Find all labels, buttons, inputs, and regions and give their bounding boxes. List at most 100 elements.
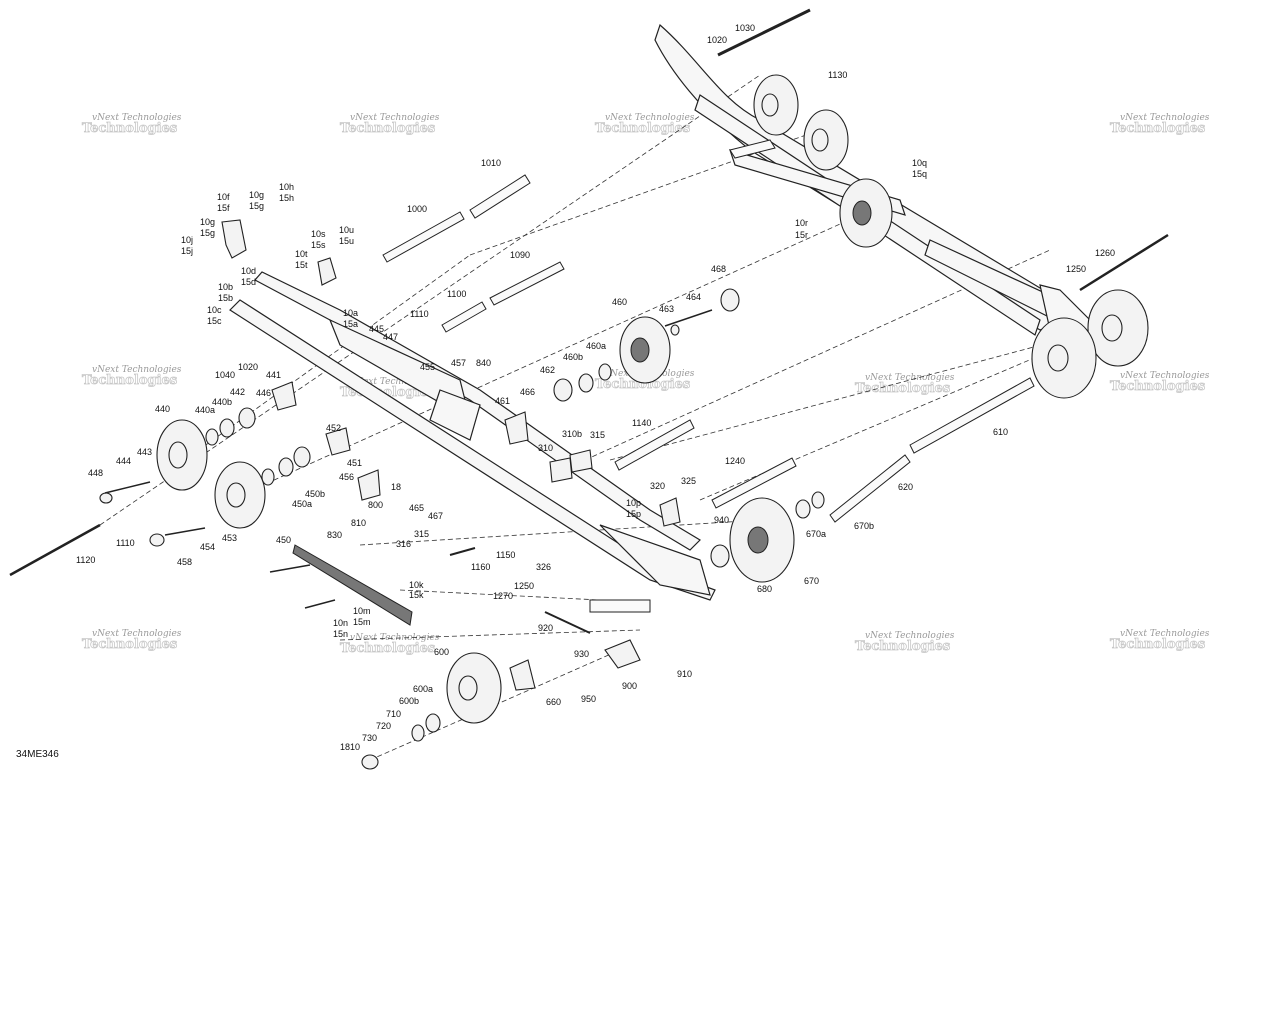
watermark-logo-text: Technologies <box>340 121 435 136</box>
watermark-logo-text: Technologies <box>82 637 177 652</box>
part-label: 10t <box>295 249 308 259</box>
part-label: 453 <box>222 533 237 543</box>
watermark-text: vNext Technologies <box>350 633 440 643</box>
watermark-logo-text: Technologies <box>855 639 950 654</box>
part-label: 316 <box>396 539 411 549</box>
part-label: 450a <box>292 499 312 509</box>
part-label: 448 <box>88 468 103 478</box>
part-label: 1140 <box>632 418 651 428</box>
watermark-text: vNext Technologies <box>350 377 440 387</box>
part-label: 620 <box>898 482 913 492</box>
part-label: 466 <box>520 387 535 397</box>
part-label: 940 <box>714 515 729 525</box>
part-label: 10c <box>207 305 222 315</box>
part-label: 840 <box>476 358 491 368</box>
part-label: 1110 <box>410 309 429 319</box>
part-label: 15h <box>279 193 294 203</box>
watermark-logo-text: Technologies <box>595 121 690 136</box>
hardware <box>99 219 825 770</box>
watermark-text: vNext Technologies <box>865 631 955 641</box>
part-label: 15s <box>311 240 326 250</box>
watermark-text: vNext Technologies <box>605 113 695 123</box>
watermark-logo-text: Technologies <box>595 377 690 392</box>
part-label: 1130 <box>828 70 847 80</box>
part-label: 10j <box>181 235 193 245</box>
part-label: 441 <box>266 370 281 380</box>
part-label: 452 <box>326 423 341 433</box>
part-label: 10r <box>795 218 808 228</box>
watermark-logo-text: Technologies <box>1110 121 1205 136</box>
part-label: 660 <box>546 697 561 707</box>
diagram-code: 34ME346 <box>16 749 59 760</box>
watermark-text: vNext Technologies <box>1120 371 1210 381</box>
part-label: 900 <box>622 681 637 691</box>
part-label: 15p <box>626 509 641 519</box>
watermark-text: vNext Technologies <box>865 373 955 383</box>
part-label: 15t <box>295 260 308 270</box>
part-label: 10g <box>200 217 215 227</box>
part-label: 467 <box>428 511 443 521</box>
part-label: 310b <box>562 429 582 439</box>
watermark-logo-text: Technologies <box>82 121 177 136</box>
part-label: 1160 <box>471 562 490 572</box>
part-label: 710 <box>386 709 401 719</box>
front-wheels <box>156 316 795 724</box>
part-label: 1020 <box>238 362 258 372</box>
part-label: 464 <box>686 292 701 302</box>
part-label: 10f <box>217 192 230 202</box>
watermark-text: vNext Technologies <box>92 113 182 123</box>
part-label: 670 <box>804 576 819 586</box>
part-label: 451 <box>347 458 362 468</box>
part-label: 18 <box>391 482 401 492</box>
part-label: 15m <box>353 617 371 627</box>
part-label: 450b <box>305 489 325 499</box>
part-label: 325 <box>681 476 696 486</box>
watermark-text: vNext Technologies <box>92 629 182 639</box>
part-label: 446 <box>256 388 271 398</box>
part-label: 456 <box>339 472 354 482</box>
part-label: 10q <box>912 158 927 168</box>
watermark-logo-text: Technologies <box>1110 637 1205 652</box>
part-label: 670b <box>854 521 874 531</box>
slider-strip <box>292 544 651 626</box>
part-label: 440 <box>155 404 170 414</box>
part-label: 460a <box>586 341 606 351</box>
part-label: 15k <box>409 590 424 600</box>
part-label: 1030 <box>735 23 755 33</box>
part-label: 15g <box>249 201 264 211</box>
part-label: 315 <box>590 430 605 440</box>
part-label: 800 <box>368 500 383 510</box>
part-label: 10g <box>249 190 264 200</box>
long-bolts <box>9 8 1169 577</box>
part-label: 1010 <box>481 158 501 168</box>
front-rail <box>229 271 716 601</box>
part-label: 1270 <box>493 591 513 601</box>
watermark-logo-text: Technologies <box>82 373 177 388</box>
part-label: 10b <box>218 282 233 292</box>
part-label: 1250 <box>1066 264 1086 274</box>
watermark-text: vNext Technologies <box>1120 629 1210 639</box>
part-label: 10h <box>279 182 294 192</box>
part-label: 10a <box>343 308 358 318</box>
part-label: 1120 <box>76 555 95 565</box>
part-label: 1260 <box>1095 248 1115 258</box>
part-label: 680 <box>757 584 772 594</box>
part-label: 1040 <box>215 370 235 380</box>
shafts <box>382 174 1035 523</box>
part-label: 10d <box>241 266 256 276</box>
part-label: 1020 <box>707 35 727 45</box>
part-label: 445 <box>369 324 384 334</box>
part-label: 10u <box>339 225 354 235</box>
part-label: 10k <box>409 580 424 590</box>
part-label: 10n <box>333 618 348 628</box>
part-label: 1250 <box>514 581 534 591</box>
part-label: 10p <box>626 498 641 508</box>
